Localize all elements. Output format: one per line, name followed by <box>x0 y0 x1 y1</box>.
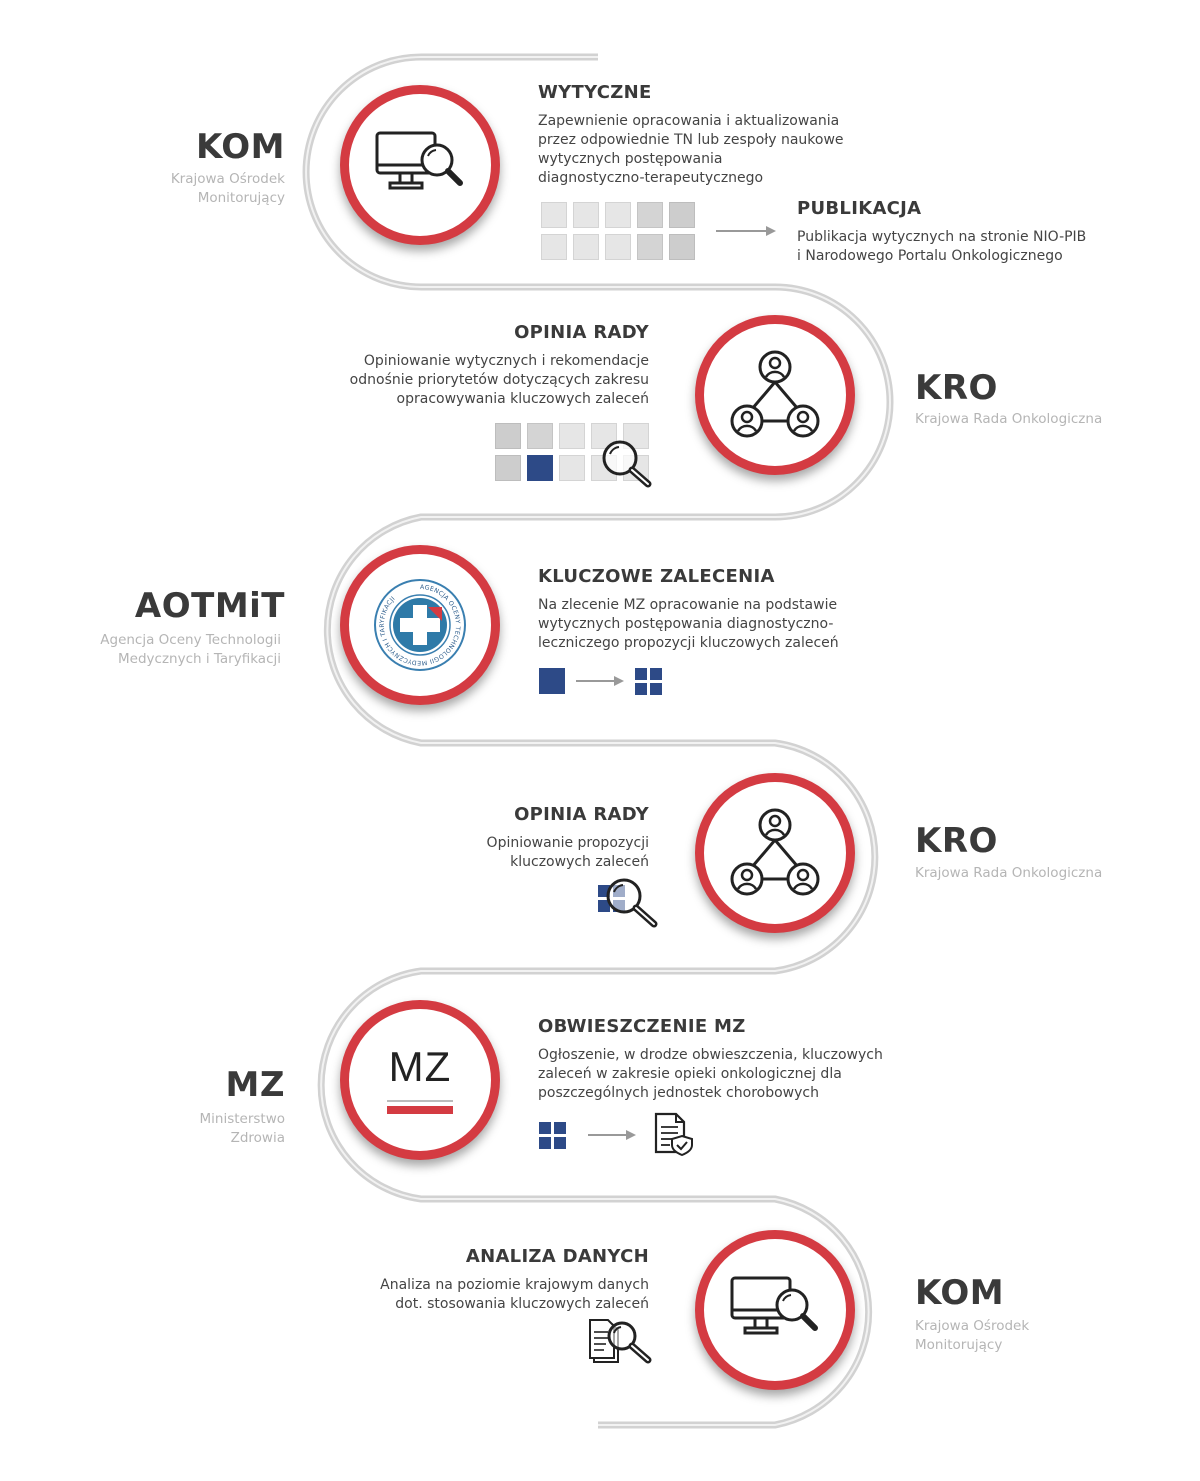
arrow-right-icon <box>588 1130 636 1140</box>
grid-blocks-icon <box>635 668 662 695</box>
monitor-search-icon <box>730 1276 818 1335</box>
org-abbr-aotmit: AOTMiT <box>134 586 285 626</box>
org-name-kom: Krajowa Ośrodek Monitorujący <box>170 171 285 206</box>
certified-document-icon <box>654 1112 693 1156</box>
org-name-kro-2: Krajowa Rada Onkologiczna <box>915 865 1103 881</box>
org-name-kom-2: Krajowa Ośrodek Monitorujący <box>915 1318 1030 1353</box>
document-search-icon <box>589 1319 652 1364</box>
people-network-icon <box>730 350 820 438</box>
step-desc-analiza-danych: Analiza na poziomie krajowym danych dot.… <box>380 1277 649 1312</box>
step-circle-analiza-danych <box>695 1230 855 1390</box>
step-circle-wytyczne <box>340 85 500 245</box>
org-abbr-kom: KOM <box>195 127 285 167</box>
mz-logo-icon: MZ <box>387 1046 453 1114</box>
document-grid <box>541 202 695 260</box>
step-desc-opinia-rady-1: Opiniowanie wytycznych i rekomendacje od… <box>349 353 649 407</box>
single-block-icon <box>539 668 565 694</box>
step-title-opinia-rady-1: OPINIA RADY <box>514 322 649 343</box>
org-abbr-kom-2: KOM <box>915 1273 1005 1313</box>
arrow-right-icon <box>716 226 776 236</box>
people-network-icon <box>730 808 820 896</box>
org-abbr-mz: MZ <box>225 1065 285 1105</box>
step-circle-obwieszczenie-mz: MZ <box>340 1000 500 1160</box>
step-title-analiza-danych: ANALIZA DANYCH <box>465 1246 649 1267</box>
step-title-obwieszczenie-mz: OBWIESZCZENIE MZ <box>538 1016 746 1037</box>
grid-blocks-icon <box>539 1122 566 1149</box>
org-name-aotmit: Agencja Oceny Technologii Medycznych i T… <box>100 632 281 667</box>
step-title-publikacja: PUBLIKACJA <box>797 198 922 219</box>
org-abbr-kro-1: KRO <box>915 368 998 408</box>
org-abbr-kro-2: KRO <box>915 821 998 861</box>
step-title-opinia-rady-2: OPINIA RADY <box>514 804 649 825</box>
step-desc-obwieszczenie-mz: Ogłoszenie, w drodze obwieszczenia, kluc… <box>538 1047 883 1101</box>
step-desc-publikacja: Publikacja wytycznych na stronie NIO-PIB… <box>797 229 1087 264</box>
step-title-kluczowe-zalecenia: KLUCZOWE ZALECENIA <box>538 566 775 587</box>
step-circle-kluczowe-zalecenia: AGENCJA OCENY TECHNOLOGII MEDYCZNYCH I T… <box>340 545 500 705</box>
step-circle-opinia-rady-1 <box>695 315 855 475</box>
step-desc-wytyczne: Zapewnienie opracowania i aktualizowania… <box>538 113 844 186</box>
org-name-kro-1: Krajowa Rada Onkologiczna <box>915 411 1103 427</box>
magnifier-icon <box>606 878 658 928</box>
step-desc-opinia-rady-2: Opiniowanie propozycji kluczowych zalece… <box>486 835 649 870</box>
aotmit-logo-icon: AGENCJA OCENY TECHNOLOGII MEDYCZNYCH I T… <box>374 579 466 671</box>
step-desc-kluczowe-zalecenia: Na zlecenie MZ opracowanie na podstawie … <box>538 597 839 651</box>
org-name-mz: Ministerstwo Zdrowia <box>199 1111 285 1146</box>
step-circle-opinia-rady-2 <box>695 773 855 933</box>
step-title-wytyczne: WYTYCZNE <box>538 82 652 103</box>
arrow-right-icon <box>576 676 624 686</box>
magnifier-icon <box>602 440 652 488</box>
monitor-search-icon <box>375 131 463 190</box>
